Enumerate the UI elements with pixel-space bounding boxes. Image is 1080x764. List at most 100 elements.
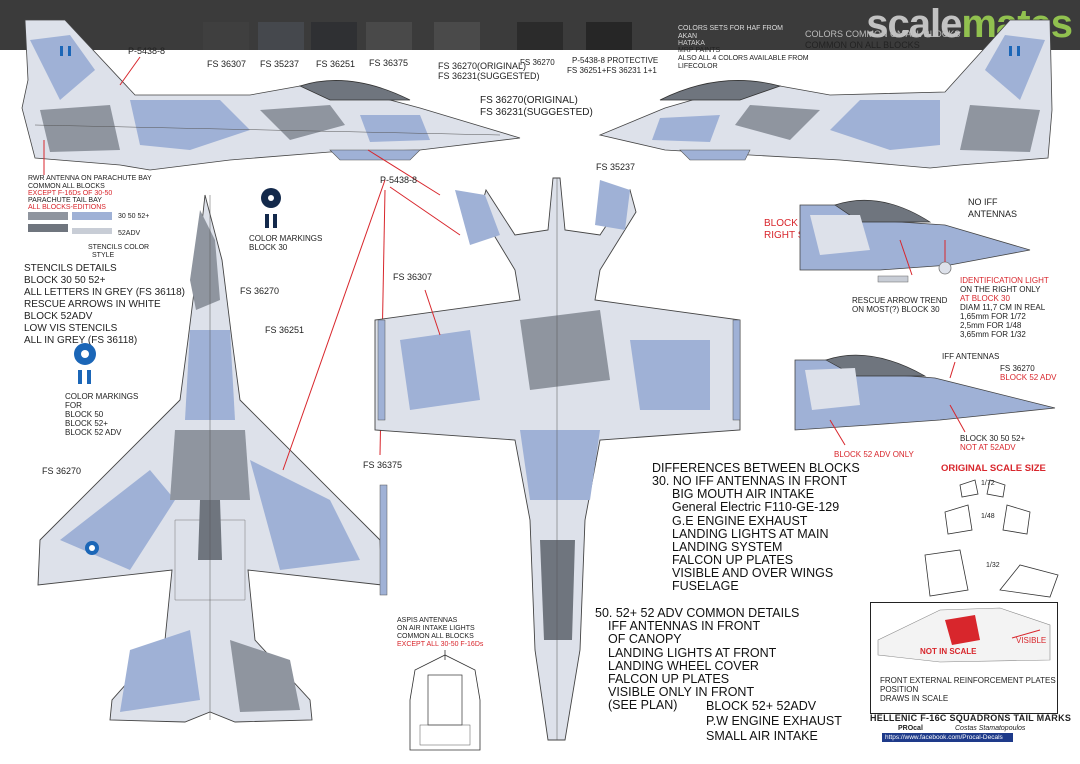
visible-label: VISIBLE — [1016, 636, 1047, 645]
block30-noiff-1: NO IFF — [968, 197, 998, 207]
diff-8: VISIBLE AND OVER WINGS — [672, 566, 834, 580]
stripes-block50-b — [87, 370, 91, 384]
label-p5438-left: P-5438-8 — [128, 46, 166, 56]
common-4: LANDING WHEEL COVER — [608, 659, 759, 673]
swatch-label-fs36375: FS 36375 — [369, 58, 409, 68]
label-fs-orig: FS 36270(ORIGINAL) — [480, 95, 578, 106]
colors-common-top: COLORS COMMON ON ALL BLOCKS — [805, 29, 961, 39]
footer-url[interactable]: https://www.facebook.com/Procal-Decals — [882, 733, 1013, 742]
aspis-2: ON AIR INTAKE LIGHTS — [397, 625, 475, 632]
markings-b30-1: COLOR MARKINGS — [249, 234, 323, 243]
stencil-label-color: STENCILS COLOR — [88, 244, 150, 251]
markings-b50-3: BLOCK 50 — [65, 410, 104, 419]
label-fs36270-left: FS 36270 — [42, 466, 82, 476]
diff-2: BIG MOUTH AIR INTAKE — [672, 487, 815, 501]
label-fs36307: FS 36307 — [393, 272, 433, 282]
swatch-protective — [586, 22, 632, 50]
iff-b52-only: BLOCK 52 ADV ONLY — [834, 450, 914, 459]
markings-b50-2: FOR — [65, 401, 82, 410]
stencils-line-6: ALL IN GREY (FS 36118) — [24, 335, 138, 346]
colors-note-2: AKAN — [678, 33, 698, 40]
swatch-fs36307 — [203, 22, 249, 50]
rescue-2: ON MOST(?) BLOCK 30 — [852, 305, 940, 314]
markings-b50-4: BLOCK 52+ — [65, 419, 108, 428]
iff-notat: NOT AT 52ADV — [960, 443, 1016, 452]
rwr-note-1: RWR ANTENNA ON PARACHUTE BAY — [28, 175, 152, 182]
swatch-fs36375 — [366, 22, 412, 50]
diff-4: G.E ENGINE EXHAUST — [672, 514, 808, 528]
stripes-block30-b — [273, 214, 277, 228]
common-1: IFF ANTENNAS IN FRONT — [608, 619, 761, 633]
stencils-line-3: RESCUE ARROWS IN WHITE — [24, 299, 161, 310]
block52-l2: SMALL AIR INTAKE — [706, 729, 818, 743]
stencil-label-b2: 52ADV — [118, 230, 141, 237]
rescue-1: RESCUE ARROW TREND — [852, 296, 948, 305]
stencils-line-5: LOW VIS STENCILS — [24, 323, 118, 334]
scale-32: 1/32 — [986, 562, 1000, 569]
swatch-fs35237 — [258, 22, 304, 50]
diff-3: General Electric F110-GE-129 — [672, 500, 840, 514]
block30-title: BLOCK 30 — [764, 218, 812, 229]
stencil-sample-4 — [72, 228, 112, 234]
colors-note-3: HATAKA — [678, 40, 705, 47]
swatch-label-sugg: FS 36231(SUGGESTED) — [438, 71, 540, 81]
footer-title: HELLENIC F-16C SQUADRONS TAIL MARKS — [870, 713, 1072, 723]
diff-9: FUSELAGE — [672, 579, 739, 593]
diff-title: DIFFERENCES BETWEEN BLOCKS — [652, 461, 860, 475]
stencil-sample-2 — [72, 212, 112, 220]
stencil-label-b1: 30 50 52+ — [118, 213, 150, 220]
aspis-4: EXCEPT ALL 30-50 F-16Ds — [397, 641, 484, 648]
common-2: OF CANOPY — [608, 632, 682, 646]
ident-1: IDENTIFICATION LIGHT — [960, 276, 1049, 285]
iff-fs36270: FS 36270 — [1000, 364, 1035, 373]
stripes-block50 — [78, 370, 82, 384]
ident-2: ON THE RIGHT ONLY — [960, 285, 1041, 294]
stencils-line-4: BLOCK 52ADV — [24, 311, 93, 322]
swatch-label-mix: FS 36251+FS 36231 1+1 — [567, 66, 657, 75]
front-box-l2: POSITION — [880, 685, 919, 694]
markings-b50-5: BLOCK 52 ADV — [65, 428, 122, 437]
common-3: LANDING LIGHTS AT FRONT — [608, 646, 777, 660]
front-box-l3: DRAWS IN SCALE — [880, 694, 949, 703]
stencil-label-style: STYLE — [92, 252, 115, 259]
block52-l1: P.W ENGINE EXHAUST — [706, 714, 842, 728]
aspis-1: ASPIS ANTENNAS — [397, 617, 458, 624]
label-fs36375: FS 36375 — [363, 460, 403, 470]
footer-author: Costas Stamatopoulos — [955, 725, 1026, 732]
swatch-label-fs35237: FS 35237 — [260, 59, 300, 69]
swatch-label-orig: FS 36270(ORIGINAL) — [438, 61, 527, 71]
swatch-fs36251 — [311, 22, 357, 50]
scale-title: ORIGINAL SCALE SIZE — [941, 463, 1046, 474]
colors-common: COMMON ON ALL BLOCKS — [805, 40, 920, 50]
common-7: (SEE PLAN) — [608, 698, 678, 712]
stencils-line-1: BLOCK 30 50 52+ — [24, 275, 106, 286]
markings-b30-2: BLOCK 30 — [249, 243, 288, 252]
common-title: 50. 52+ 52 ADV COMMON DETAILS — [595, 606, 800, 620]
ident-3: AT BLOCK 30 — [960, 294, 1010, 303]
front-box-l1: FRONT EXTERNAL REINFORCEMENT PLATES — [880, 676, 1056, 685]
block52-title: BLOCK 52+ 52ADV — [706, 699, 817, 713]
iff-b52adv: BLOCK 52 ADV — [1000, 373, 1057, 382]
stencils-line-2: ALL LETTERS IN GREY (FS 36118) — [24, 287, 185, 298]
label-fs35237: FS 35237 — [596, 162, 636, 172]
swatch-label-fs36251: FS 36251 — [316, 59, 356, 69]
diff-6: LANDING SYSTEM — [672, 540, 783, 554]
not-in-scale: NOT IN SCALE — [920, 647, 977, 656]
stripes-block30 — [265, 214, 269, 228]
footer-brand: PROcal — [898, 725, 923, 732]
block30-subtitle: RIGHT SIDE — [764, 230, 822, 241]
rwr-note-3: EXCEPT F-16Ds OF 30-50 — [28, 190, 113, 197]
ident-6: 2,5mm FOR 1/48 — [960, 321, 1022, 330]
colors-note-6: LIFECOLOR — [678, 63, 718, 70]
roundel-block30-center — [268, 195, 274, 201]
rwr-note-4: PARACHUTE TAIL BAY — [28, 197, 102, 204]
colors-note-1: COLORS SETS FOR HAF FROM — [678, 25, 784, 32]
swatch-label-protective: P-5438-8 PROTECTIVE — [572, 56, 659, 65]
